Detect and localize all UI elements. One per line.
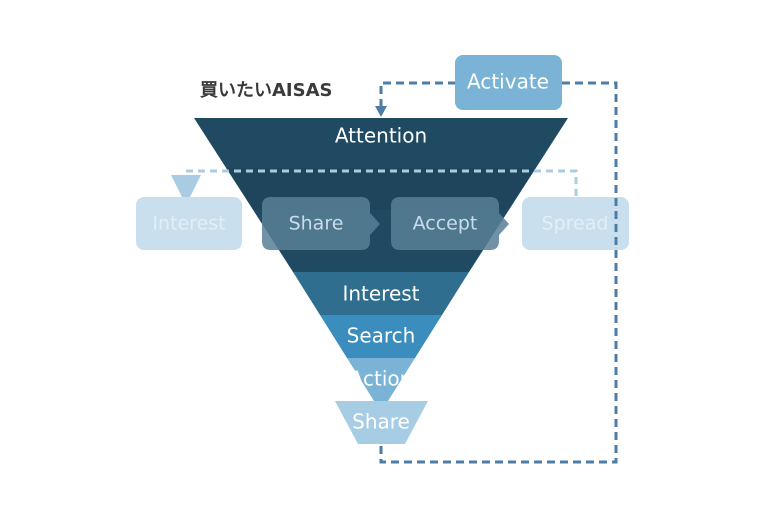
share-loop-label-accept: Accept bbox=[413, 213, 478, 235]
share-loop-box-spread bbox=[522, 197, 629, 250]
share-loop-dashed-arrow bbox=[171, 169, 578, 205]
funnel-label-attention: Attention bbox=[335, 124, 427, 148]
share-loop-box-accept bbox=[391, 197, 509, 250]
share-loop-box-interest bbox=[136, 197, 242, 250]
share-loop-label-interest: Interest bbox=[152, 213, 225, 235]
share-loop-label-spread: Spread bbox=[542, 213, 609, 235]
share-loop: Interest Share Accept Spread bbox=[136, 169, 629, 250]
activate-loop: Activate bbox=[375, 55, 618, 464]
activate-box bbox=[455, 55, 562, 110]
activate-label: Activate bbox=[467, 70, 549, 94]
funnel-label-action: Action bbox=[350, 367, 413, 391]
funnel-label-share: Share bbox=[352, 410, 410, 434]
funnel: Attention Interest Search Action Share bbox=[194, 118, 568, 444]
funnel-stage-action bbox=[347, 358, 415, 401]
funnel-label-interest: Interest bbox=[342, 282, 419, 306]
funnel-stage-search bbox=[320, 315, 442, 358]
share-loop-box-share bbox=[262, 197, 380, 250]
share-loop-label-share: Share bbox=[289, 213, 344, 235]
funnel-stage-share bbox=[335, 401, 428, 444]
funnel-label-search: Search bbox=[347, 324, 416, 348]
diagram-title: 買いたいAISAS bbox=[200, 80, 333, 101]
funnel-stage-interest bbox=[293, 272, 469, 315]
activate-dashed-arrow bbox=[379, 81, 618, 464]
activate-arrowhead bbox=[375, 106, 387, 117]
